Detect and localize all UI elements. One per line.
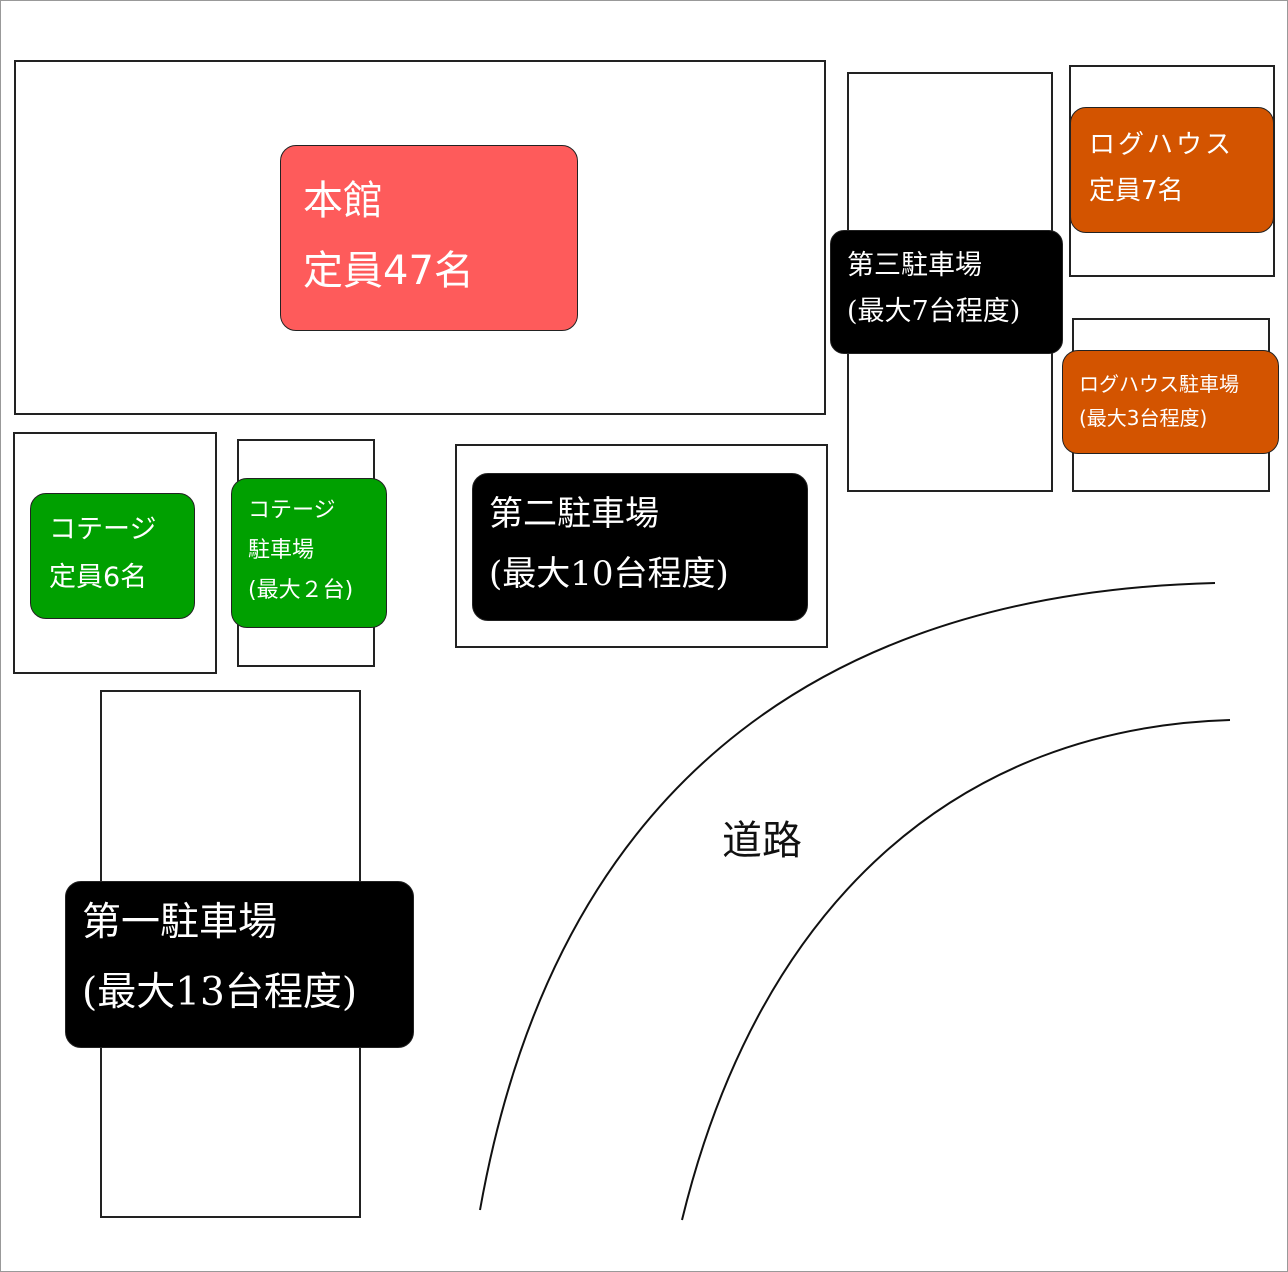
loghouse-parking-label[interactable]: ログハウス駐車場 (最大3台程度): [1062, 350, 1279, 454]
cottage-parking-capacity: (最大２台): [248, 578, 354, 603]
road-label: 道路: [722, 818, 802, 864]
parking3-capacity: (最大7台程度): [847, 296, 1021, 327]
cottage-parking-line2: 駐車場: [248, 538, 315, 563]
road-edge-outer: [681, 719, 1231, 1221]
cottage-capacity: 定員6名: [49, 562, 148, 593]
parking2-capacity: (最大10台程度): [489, 554, 729, 594]
cottage-label[interactable]: コテージ 定員6名: [30, 493, 195, 619]
parking1-label[interactable]: 第一駐車場 (最大13台程度): [65, 881, 414, 1048]
loghouse-name: ログハウス: [1089, 130, 1235, 160]
main-building-name: 本館: [303, 178, 383, 224]
main-building-plot: [14, 60, 826, 415]
parking1-name: 第一駐車場: [82, 900, 278, 945]
cottage-parking-label[interactable]: コテージ 駐車場 (最大２台): [231, 478, 387, 628]
loghouse-parking-name: ログハウス駐車場: [1079, 372, 1239, 396]
parking1-capacity: (最大13台程度): [82, 970, 358, 1015]
parking3-name: 第三駐車場: [847, 250, 982, 281]
cottage-name: コテージ: [49, 514, 157, 545]
loghouse-capacity: 定員7名: [1089, 176, 1184, 206]
loghouse-label[interactable]: ログハウス 定員7名: [1070, 107, 1274, 233]
cottage-parking-line1: コテージ: [248, 498, 336, 523]
parking2-name: 第二駐車場: [489, 494, 659, 534]
loghouse-parking-capacity: (最大3台程度): [1079, 406, 1208, 430]
main-building-label[interactable]: 本館 定員47名: [280, 145, 578, 331]
main-building-capacity: 定員47名: [303, 248, 474, 294]
parking3-label[interactable]: 第三駐車場 (最大7台程度): [830, 230, 1063, 354]
road-edge-inner: [479, 582, 1216, 1211]
parking2-label[interactable]: 第二駐車場 (最大10台程度): [472, 473, 808, 621]
